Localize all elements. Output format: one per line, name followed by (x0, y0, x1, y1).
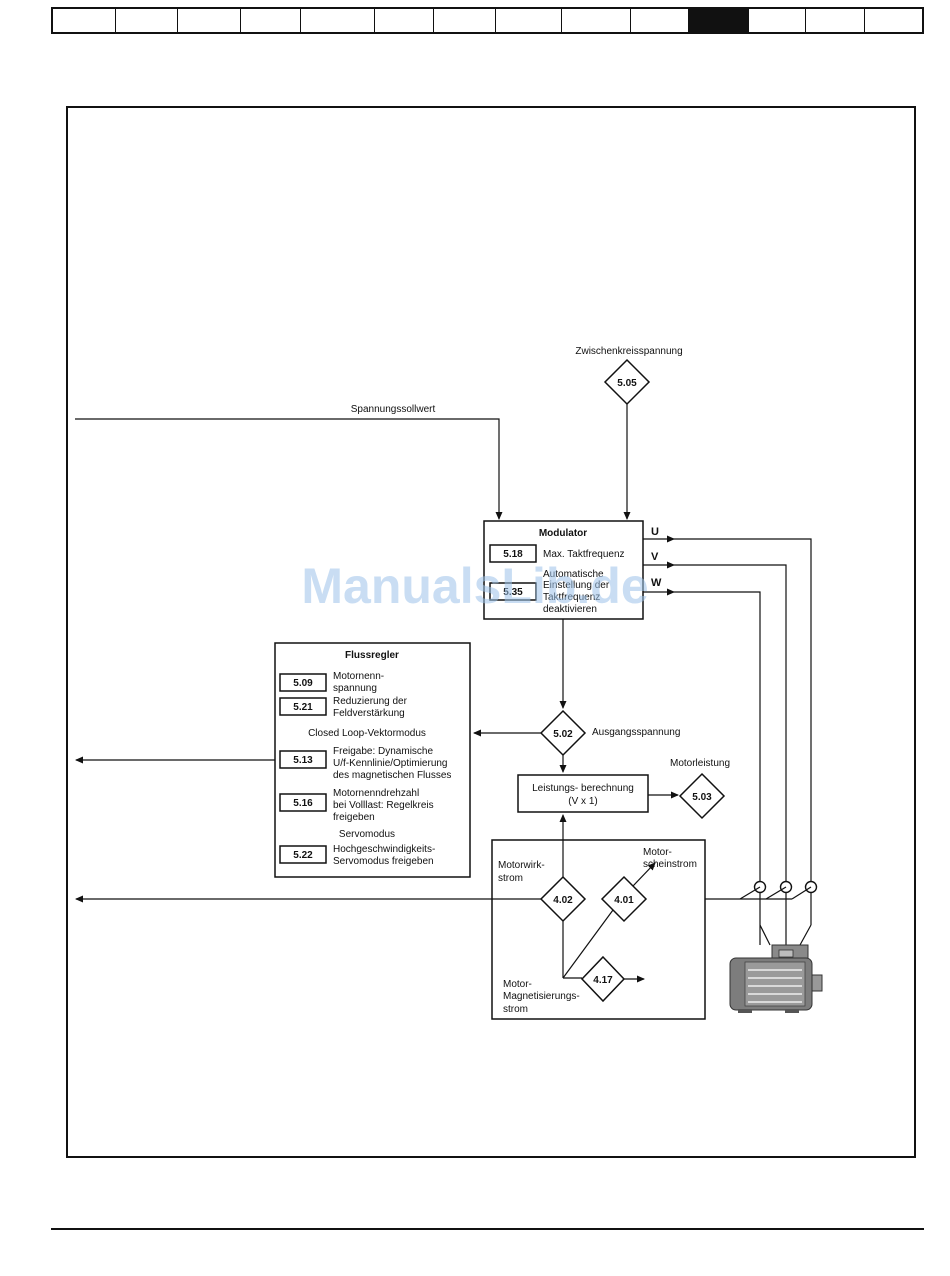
flussregler-title: Flussregler (345, 650, 399, 661)
4-01-to-split (562, 909, 614, 979)
param-4-17-code: 4.17 (593, 975, 613, 986)
chapter-tab-10 (631, 9, 690, 32)
phase-w-line (674, 591, 761, 882)
param-5-21-box (279, 697, 327, 716)
param-5-35-text-3: Taktfrequenz (543, 592, 600, 603)
param-5-35-text-2: Einstellung der (543, 580, 610, 591)
chapter-tab-2 (116, 9, 179, 32)
spannungssollwert-line (75, 418, 503, 520)
phase-u-label: U (651, 526, 659, 538)
phase-v-line (674, 564, 787, 882)
magnet-text-2: Magnetisierungs- (503, 991, 580, 1002)
motorwirk-text-2: strom (498, 873, 523, 884)
chapter-tab-3 (178, 9, 242, 32)
motorschein-text-2: scheinstrom (643, 859, 697, 870)
chapter-tab-8 (496, 9, 562, 32)
param-5-35-code: 5.35 (503, 587, 523, 598)
modulator-box (483, 520, 644, 620)
ausgangsspannung-label: Ausgangsspannung (592, 727, 680, 738)
param-5-03-code: 5.03 (692, 792, 712, 803)
modulator-title: Modulator (539, 528, 587, 539)
param-5-18-box (489, 544, 537, 563)
param-4-02-code: 4.02 (553, 895, 573, 906)
param-5-35-box (489, 582, 537, 601)
param-5-35-text-4: deaktivieren (543, 604, 597, 615)
sensor-tap-w (739, 886, 761, 900)
watermark-text: ManualsLib.de (301, 558, 648, 614)
chapter-tab-11 (689, 9, 749, 32)
param-4-01-code: 4.01 (614, 895, 634, 906)
param-4-17-diamond (580, 955, 626, 1003)
param-5-09-box (279, 673, 327, 692)
chapter-tab-4 (241, 9, 301, 32)
phase-w-label: W (651, 577, 662, 589)
leistung-line-2: (V x 1) (568, 796, 597, 807)
phase-v-label: V (651, 551, 659, 563)
zwischenkreis-label: Zwischenkreisspannung (575, 346, 682, 357)
param-5-13-text-1: Freigabe: Dynamische (333, 746, 433, 757)
param-5-13-code: 5.13 (293, 755, 313, 766)
motor-icon (729, 944, 823, 1013)
chapter-tab-12 (749, 9, 806, 32)
param-5-22-text-2: Servomodus freigeben (333, 856, 434, 867)
chapter-tab-5 (301, 9, 375, 32)
servomodus-label: Servomodus (339, 829, 395, 840)
chapter-tab-7 (434, 9, 496, 32)
magnet-text-1: Motor- (503, 979, 532, 990)
phase-w-bend (759, 924, 771, 946)
param-5-16-text-2: bei Volllast: Regelkreis (333, 800, 434, 811)
motorleistung-label: Motorleistung (670, 758, 730, 769)
phase-u-line (674, 538, 812, 882)
param-5-22-code: 5.22 (293, 850, 313, 861)
param-5-16-code: 5.16 (293, 798, 313, 809)
param-5-21-text-1: Reduzierung der (333, 696, 408, 707)
param-5-21-code: 5.21 (293, 702, 313, 713)
leistung-box (517, 774, 649, 813)
param-5-09-text-1: Motornenn- (333, 671, 384, 682)
chapter-tab-bar (51, 7, 924, 34)
param-5-02-code: 5.02 (553, 729, 573, 740)
param-5-13-text-3: des magnetischen Flusses (333, 770, 451, 781)
param-5-09-text-2: spannung (333, 683, 377, 694)
param-5-22-box (279, 845, 327, 864)
spannungssollwert-label: Spannungssollwert (351, 404, 436, 415)
param-5-13-box (279, 750, 327, 769)
param-5-16-box (279, 793, 327, 812)
chapter-tab-13 (806, 9, 866, 32)
param-5-05-code: 5.05 (617, 378, 637, 389)
sensor-tap-v (765, 886, 787, 900)
param-5-13-text-2: U/f-Kennlinie/Optimierung (333, 758, 448, 769)
param-5-03-diamond (678, 772, 726, 820)
param-5-18-text: Max. Taktfrequenz (543, 549, 625, 560)
param-5-22-text-1: Hochgeschwindigkeits- (333, 844, 435, 855)
param-5-16-text-1: Motornenndrehzahl (333, 788, 419, 799)
4-01-to-scheinstrom (632, 862, 656, 887)
param-5-21-text-2: Feldverstärkung (333, 708, 405, 719)
magnet-text-3: strom (503, 1004, 528, 1015)
param-5-16-text-3: freigeben (333, 812, 375, 823)
param-5-35-text-1: Automatische (543, 569, 604, 580)
chapter-tab-1 (53, 9, 116, 32)
diagram-frame (66, 106, 916, 1158)
sensor-tap-u (791, 886, 812, 900)
chapter-tab-6 (375, 9, 435, 32)
motorschein-text-1: Motor- (643, 847, 672, 858)
leistung-line-1: Leistungs- berechnung (532, 783, 634, 794)
diagram-frame-left-edge (66, 106, 68, 1158)
param-5-18-code: 5.18 (503, 549, 523, 560)
phase-u-bend (799, 924, 812, 946)
chapter-tab-9 (562, 9, 632, 32)
closed-loop-label: Closed Loop-Vektormodus (308, 728, 426, 739)
footer-rule (51, 1228, 924, 1230)
param-5-09-code: 5.09 (293, 678, 313, 689)
motorwirk-text-1: Motorwirk- (498, 860, 545, 871)
